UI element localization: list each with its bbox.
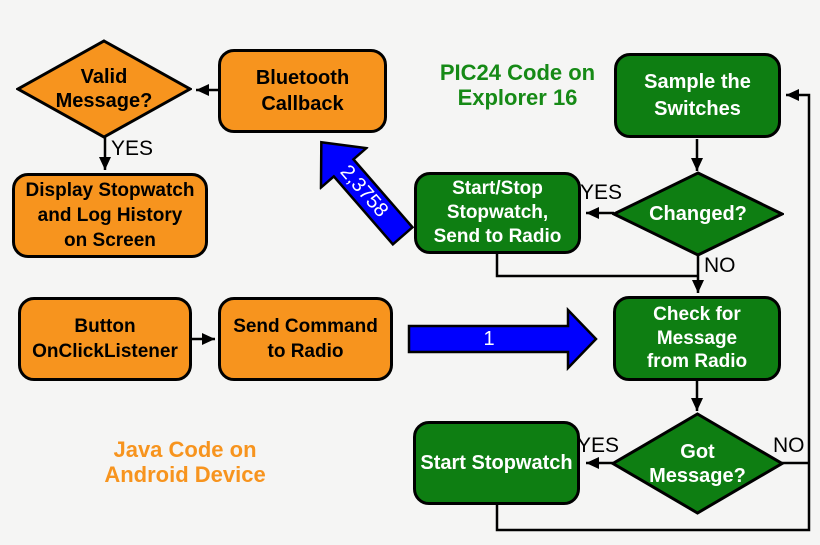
node-label: Send Command to Radio — [233, 315, 378, 362]
node-send-command: Send Command to Radio — [218, 297, 393, 381]
node-label: Got Message? — [649, 440, 746, 487]
node-changed: Changed? — [612, 171, 784, 257]
node-start-stop-stopwatch: Start/Stop Stopwatch, Send to Radio — [414, 172, 581, 254]
node-valid-message: Valid Message? — [16, 39, 192, 139]
node-got-message: Got Message? — [611, 412, 784, 515]
heading-pic24-code: PIC24 Code on Explorer 16 — [439, 60, 596, 111]
edge-loop-to-sample — [495, 89, 811, 532]
node-label: Valid Message? — [55, 66, 153, 112]
transition-arrow-2: 2,3758 — [296, 120, 428, 259]
node-label: Start/Stop Stopwatch, Send to Radio — [433, 178, 562, 247]
up-left-arrow-shape — [319, 140, 415, 247]
node-label: Button OnClickListener — [32, 315, 178, 362]
diamond-shape — [612, 171, 784, 257]
node-button-onclicklistener: Button OnClickListener — [18, 297, 192, 381]
node-label: Sample the Switches — [644, 71, 751, 120]
transition-arrow-1: 1 — [407, 307, 599, 371]
diamond-shape — [16, 39, 192, 139]
label-got-yes: YES — [577, 434, 620, 457]
heading-java-code: Java Code on Android Device — [104, 437, 266, 488]
node-label: Bluetooth Callback — [255, 66, 350, 115]
node-sample-switches: Sample the Switches — [614, 53, 781, 138]
label-changed-yes: YES — [580, 181, 623, 204]
edge-startstop-join — [495, 254, 697, 278]
right-arrow-shape — [407, 307, 598, 371]
label-valid-yes: YES — [111, 137, 154, 160]
node-bluetooth-callback: Bluetooth Callback — [218, 49, 387, 133]
node-check-message: Check for Message from Radio — [613, 296, 781, 381]
label-changed-no: NO — [704, 254, 736, 277]
node-label: Changed? — [649, 203, 747, 225]
node-display-stopwatch: Display Stopwatch and Log History on Scr… — [12, 173, 208, 258]
diamond-shape — [611, 412, 784, 515]
node-label: Check for Message from Radio — [646, 303, 748, 373]
node-start-stopwatch: Start Stopwatch — [413, 421, 580, 505]
transition-arrow-1-label: 1 — [483, 327, 495, 350]
node-label: Display Stopwatch and Log History on Scr… — [25, 179, 195, 252]
node-label: Start Stopwatch — [420, 451, 573, 474]
label-got-no: NO — [773, 434, 805, 457]
